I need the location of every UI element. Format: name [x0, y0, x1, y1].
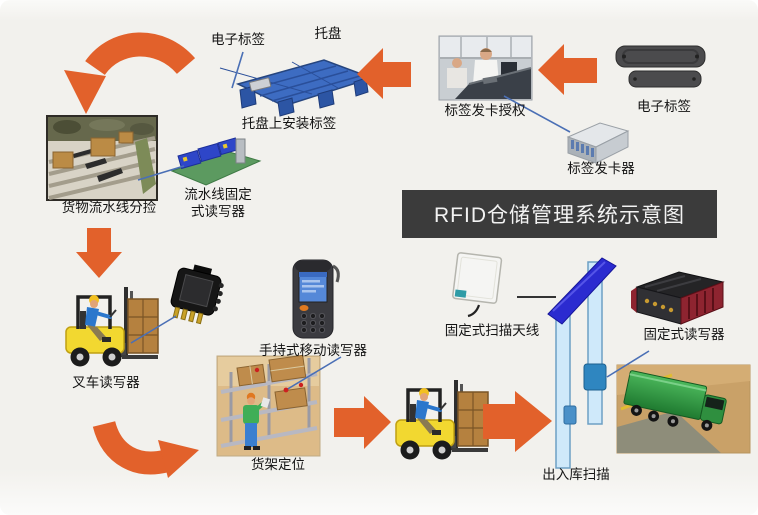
tag-dot-icon [254, 367, 260, 373]
label-issuing-auth: 标签发卡授权 [444, 103, 526, 118]
tag-dot-icon [298, 382, 304, 388]
forklift-icon [64, 285, 160, 369]
shelf-photo-icon [216, 354, 321, 457]
worker-icon [243, 392, 271, 450]
vehicle-reader-chip-icon [170, 264, 224, 325]
arrow-right-icon [334, 396, 391, 449]
diagram-title: RFID仓储管理系统示意图 [402, 190, 717, 238]
truck-icon [623, 370, 727, 431]
arrow-curved-down-left-icon [64, 32, 196, 114]
arrow-down-icon [76, 228, 122, 278]
scan-gate-icon [547, 257, 617, 469]
label-fixed-reader: 固定式读写器 [643, 327, 725, 342]
antenna-panel-icon [452, 252, 503, 318]
person-icon [452, 58, 462, 68]
label-electronic-tag-right: 电子标签 [637, 99, 691, 114]
label-card-issuer: 标签发卡器 [567, 161, 635, 176]
forklift-icon [394, 378, 490, 462]
pallet-illustration-icon [219, 59, 375, 117]
label-line-reader-line1: 流水线固定 [184, 187, 252, 202]
label-fixed-antenna: 固定式扫描天线 [444, 323, 540, 338]
label-line-reader: 流水线固定 式读写器 [172, 186, 264, 220]
label-forklift-reader: 叉车读写器 [72, 375, 140, 390]
pallet-tag-icon [249, 77, 272, 92]
gate-sensor-icon [563, 405, 577, 425]
arrow-left-icon [538, 44, 597, 95]
label-pallet: 托盘 [314, 26, 342, 41]
label-shelf-positioning: 货架定位 [251, 457, 305, 472]
label-line-sorting: 货物流水线分捡 [61, 200, 157, 215]
label-electronic-tag-top: 电子标签 [211, 32, 265, 47]
label-gate-scanning: 出入库扫描 [542, 467, 610, 482]
card-issuing-photo-icon [438, 35, 533, 101]
gate-sensor-icon [583, 363, 607, 391]
truck-photo-icon [616, 364, 751, 454]
arrow-curved-right-icon [92, 420, 199, 478]
handheld-terminal-icon [292, 259, 340, 339]
fixed-reader-device-icon [631, 271, 725, 325]
label-pallet-install: 托盘上安装标签 [241, 116, 337, 131]
rfid-tags-icon [615, 45, 706, 88]
conveyor-photo-icon [46, 115, 158, 201]
label-handheld-reader: 手持式移动读写器 [259, 343, 367, 358]
conveyor-reader-icon [170, 137, 262, 186]
label-line-reader-line2: 式读写器 [191, 204, 245, 219]
card-issuer-box-icon [566, 122, 630, 164]
